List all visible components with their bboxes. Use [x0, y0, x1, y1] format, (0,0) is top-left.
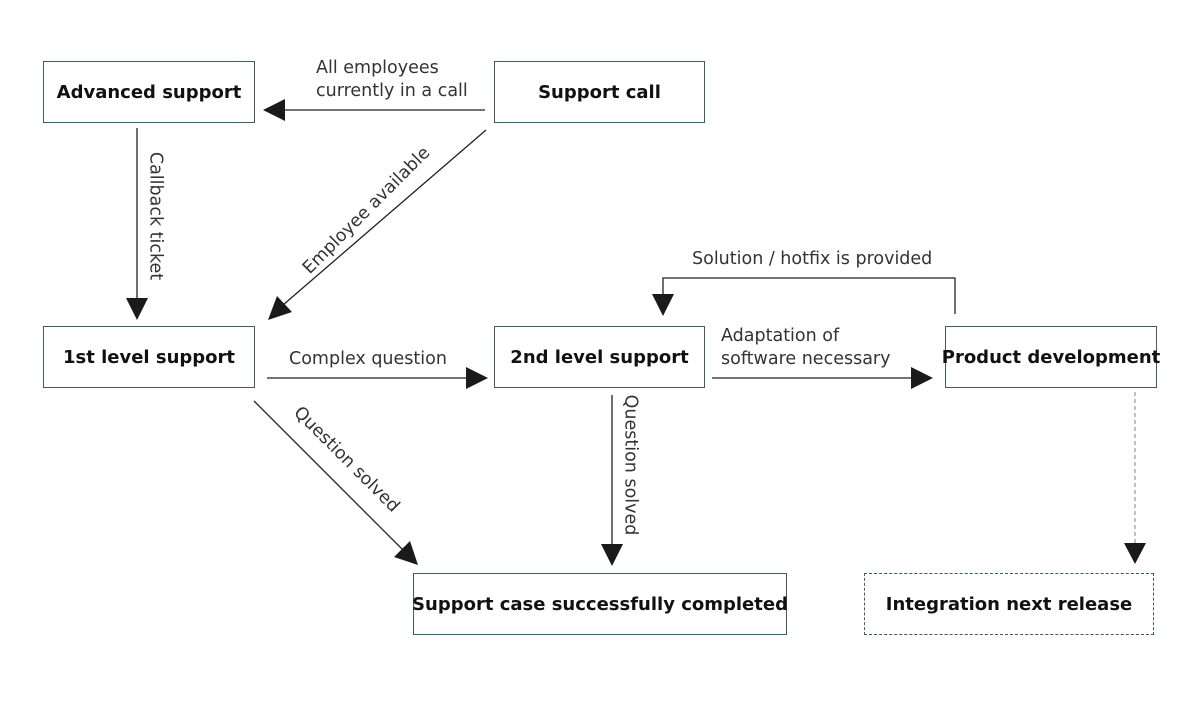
edge-label-solution-hotfix: Solution / hotfix is provided	[692, 249, 933, 269]
arrowhead-release	[1124, 543, 1146, 564]
edge-product-to-second	[662, 277, 956, 314]
edge-label-all-employees: All employees currently in a call	[316, 57, 468, 103]
edge-call-to-first	[282, 129, 487, 306]
edge-label-complex-question: Complex question	[289, 349, 447, 369]
node-integration-next-release: Integration next release	[864, 573, 1154, 635]
node-second-level-support: 2nd level support	[494, 326, 705, 388]
edge-label-question-solved-second: Question solved	[620, 394, 641, 536]
arrowhead-first-from-call	[268, 296, 292, 320]
arrowhead-product	[911, 367, 933, 389]
edge-label-all-employees-line1: All employees	[316, 58, 439, 78]
arrowhead-first-from-advanced	[126, 298, 148, 320]
arrowhead-completed-from-second	[601, 544, 623, 566]
node-advanced-support: Advanced support	[43, 61, 255, 123]
arrowhead-second-from-first	[466, 367, 488, 389]
edge-label-callback-ticket: Callback ticket	[145, 151, 166, 281]
edge-label-all-employees-line2: currently in a call	[316, 81, 468, 101]
arrowhead-completed-from-first	[394, 541, 418, 565]
node-support-call: Support call	[494, 61, 705, 123]
arrowhead-advanced	[263, 99, 285, 121]
arrowhead-second-from-product	[652, 294, 674, 316]
node-first-level-support: 1st level support	[43, 326, 255, 388]
node-support-completed: Support case successfully completed	[412, 573, 788, 635]
edge-first-to-completed	[253, 400, 405, 552]
edge-label-adaptation-line2: software necessary	[721, 349, 891, 369]
node-product-development: Product development	[942, 326, 1160, 388]
edge-label-adaptation: Adaptation of software necessary	[721, 325, 890, 371]
edge-label-adaptation-line1: Adaptation of	[721, 326, 840, 346]
